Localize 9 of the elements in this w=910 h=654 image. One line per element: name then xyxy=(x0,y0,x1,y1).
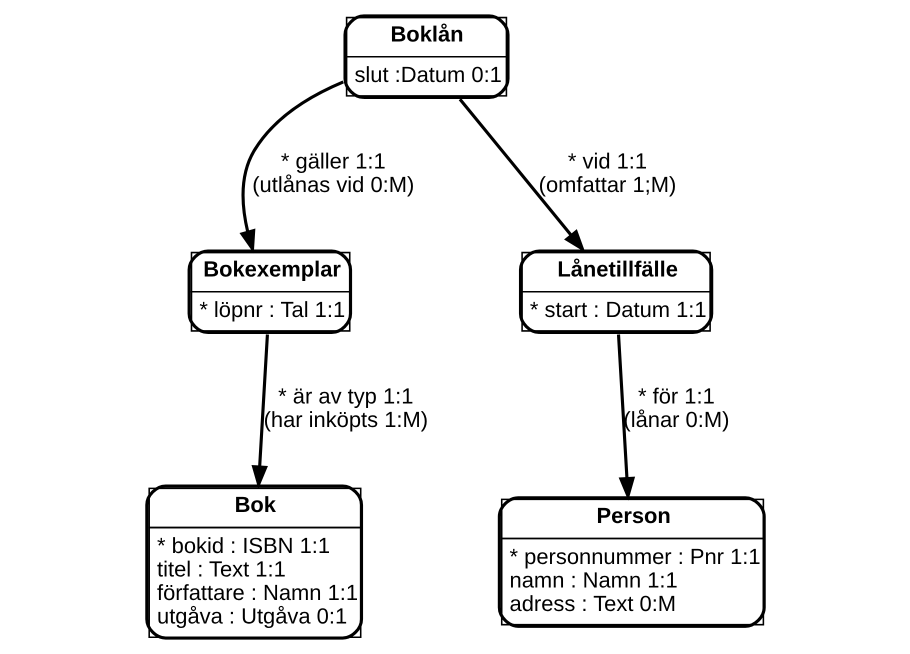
edge-label: * vid 1:1 (omfattar 1;M) xyxy=(538,148,676,197)
node-box: Lånetillfälle * start : Datum 1:1 xyxy=(518,249,713,334)
edge-label: * är av typ 1:1 (har inköpts 1:M) xyxy=(263,383,428,432)
arrow xyxy=(238,80,344,254)
edge-label: * för 1:1 (lånar 0:M) xyxy=(622,383,729,432)
edge-label: * gäller 1:1 (utlånas vid 0:M) xyxy=(252,148,414,197)
node-box: Boklån slut :Datum 0:1 xyxy=(342,14,510,100)
arrow xyxy=(251,334,268,490)
arrow xyxy=(616,334,635,501)
